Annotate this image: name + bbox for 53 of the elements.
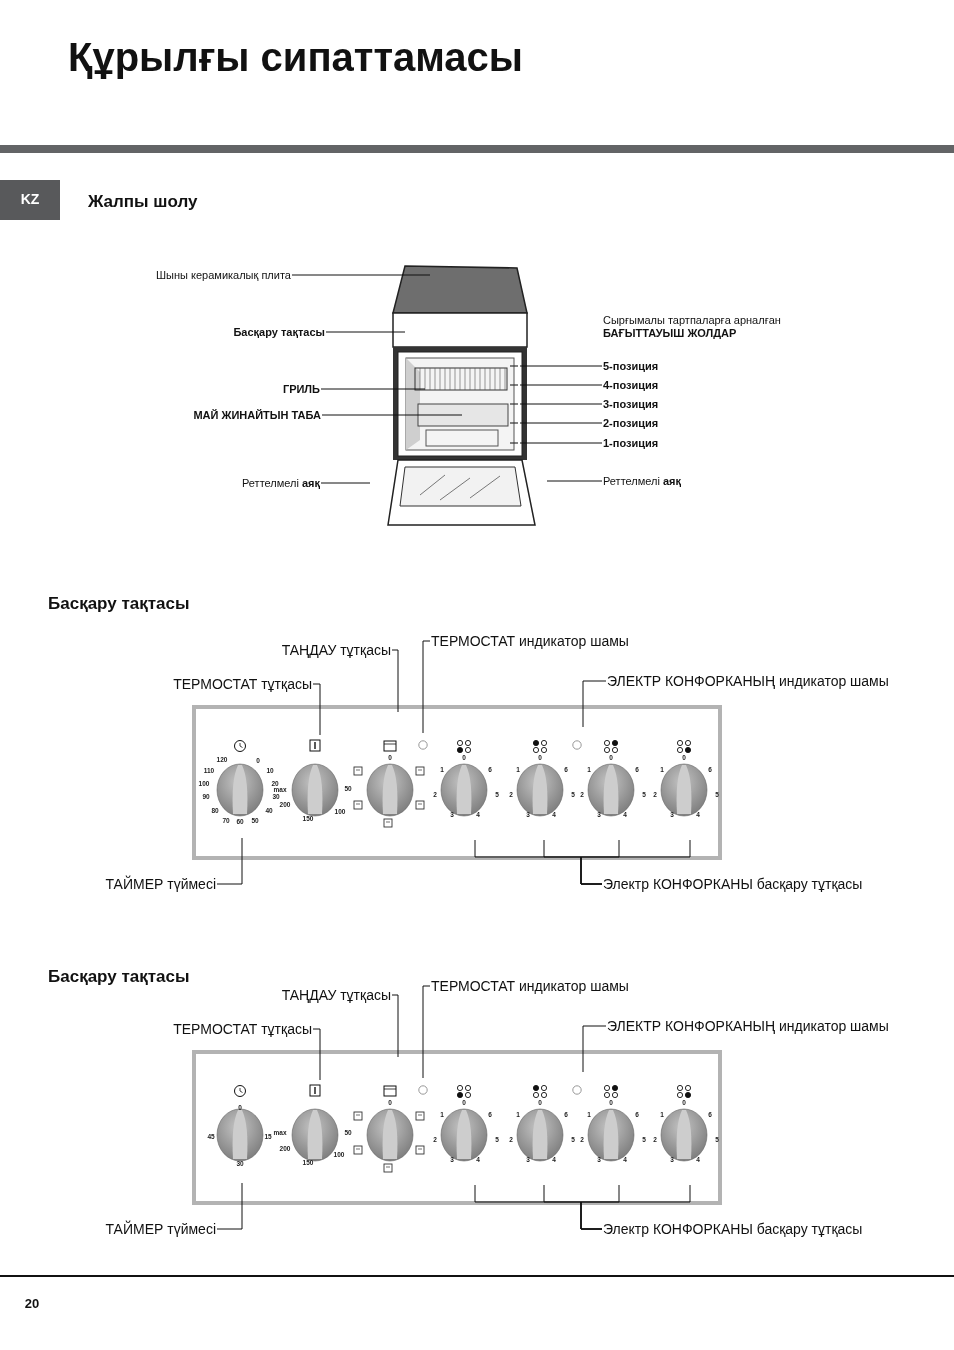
leader-line — [519, 442, 603, 444]
callout-label: ТЕРМОСТАТ тұтқасы — [173, 1020, 312, 1038]
page-title: Құрылғы сипаттамасы — [68, 34, 523, 80]
callout-label: Шыны керамикалық плита — [156, 268, 291, 282]
leader-line — [582, 1025, 607, 1073]
section-heading: Басқару тақтасы — [48, 594, 190, 614]
leader-line — [216, 1182, 243, 1230]
callout-label: МАЙ ЖИНАЙТЫН ТАБА — [193, 408, 321, 422]
callout-label: Реттелмелі аяқ — [242, 476, 320, 490]
leader-line — [519, 384, 603, 386]
callout-label: 1-позиция — [603, 436, 659, 450]
leader-line — [546, 480, 603, 482]
callout-label: Электр КОНФОРКАНЫ басқару тұтқасы — [603, 1220, 863, 1238]
section-heading: Жалпы шолу — [88, 192, 198, 212]
callout-label: ТАЙМЕР түймесі — [105, 875, 216, 893]
leader-line — [291, 274, 431, 276]
leader-line — [519, 365, 603, 367]
callout-label: ЭЛЕКТР КОНФОРКАНЫҢ индикатор шамы — [607, 672, 889, 690]
leader-line — [582, 680, 607, 728]
callout-label: ТЕРМОСТАТ индикатор шамы — [431, 632, 629, 650]
leader-line — [580, 1184, 691, 1230]
leader-line — [325, 331, 406, 333]
leader-line — [321, 414, 463, 416]
callout-label: ТЕРМОСТАТ тұтқасы — [173, 675, 312, 693]
leader-line — [519, 422, 603, 424]
callout-label: Реттелмелі аяқ — [603, 474, 681, 488]
language-tab: KZ — [0, 180, 60, 220]
leader-line — [216, 837, 243, 885]
leader-line — [580, 839, 691, 885]
leader-line — [312, 683, 321, 736]
callout-label: Басқару тақтасы — [233, 325, 325, 339]
leader-line — [422, 985, 431, 1079]
callout-label: 3-позиция — [603, 397, 659, 411]
callout-heading: Сырғымалы тартпаларға арналған БАҒЫТТАУЫШ ЖОЛДАР — [603, 314, 782, 340]
callout-label: Электр КОНФОРКАНЫ басқару тұтқасы — [603, 875, 863, 893]
callout-label: ТАЙМЕР түймесі — [105, 1220, 216, 1238]
callout-label: ЭЛЕКТР КОНФОРКАНЫҢ индикатор шамы — [607, 1017, 889, 1035]
leader-line — [519, 403, 603, 405]
leader-line — [391, 649, 399, 713]
leader-line — [312, 1028, 321, 1081]
leader-line — [320, 388, 426, 390]
callout-label: ТАҢДАУ тұтқасы — [281, 641, 391, 659]
leader-line — [320, 482, 371, 484]
callout-label: ГРИЛЬ — [282, 382, 320, 396]
callout-label: 4-позиция — [603, 378, 659, 392]
callout-label: 5-позиция — [603, 359, 659, 373]
callout-label: 2-позиция — [603, 416, 659, 430]
section-heading: Басқару тақтасы — [48, 967, 190, 987]
leader-line — [422, 640, 431, 734]
callout-label: ТАҢДАУ тұтқасы — [281, 986, 391, 1004]
callout-label: ТЕРМОСТАТ индикатор шамы — [431, 977, 629, 995]
leader-line — [391, 994, 399, 1058]
page-number: 20 — [24, 1296, 40, 1312]
